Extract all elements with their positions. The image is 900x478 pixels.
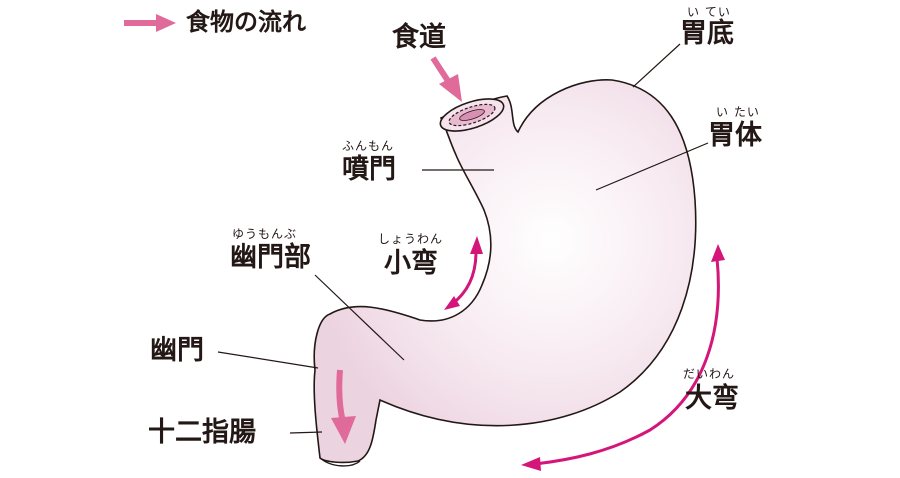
leader-pylorus (217, 351, 319, 369)
duodenum-end (319, 457, 361, 467)
ruby-lesser-curvature: しょうわん (378, 232, 444, 246)
leader-duodenum (289, 431, 323, 434)
leader-fundus (632, 43, 681, 88)
food-flow-arrow-esophagus (430, 56, 462, 102)
legend-label: 食物の流れ (186, 8, 306, 36)
label-pyloric-part: 幽門部 (230, 242, 311, 273)
label-greater-curvature: 大弯 (685, 383, 739, 414)
label-lesser-curvature: 小弯 (384, 248, 438, 279)
label-fundus: 胃底 (680, 18, 734, 49)
ruby-greater-curvature: だいわん (683, 367, 736, 381)
label-cardia: 噴門 (342, 154, 396, 185)
stomach-shape (313, 79, 697, 464)
legend-arrow-icon (124, 14, 176, 32)
food-flow-arrow-duodenum (331, 369, 356, 444)
lesser-curvature-arrow (444, 236, 483, 310)
label-pylorus: 幽門 (150, 335, 204, 366)
label-esophagus: 食道 (392, 22, 446, 53)
label-duodenum: 十二指腸 (148, 417, 256, 448)
esophagus-inner (459, 109, 485, 121)
leader-pyloric-part (314, 274, 405, 361)
ruby-cardia: ふんもん (342, 139, 395, 153)
label-body: 胃体 (708, 120, 762, 151)
ruby-fundus: い てい (687, 5, 731, 19)
leader-body (595, 142, 709, 191)
greater-curvature-arrow (521, 244, 725, 471)
ruby-body: い たい (716, 105, 760, 119)
ruby-pyloric-part: ゆうもんぶ (232, 227, 298, 241)
